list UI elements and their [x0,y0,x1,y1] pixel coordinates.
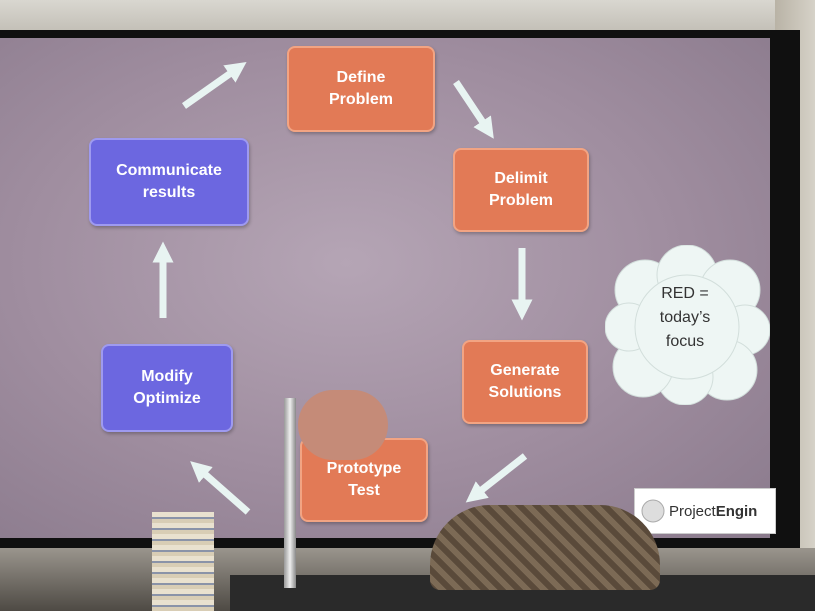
communicate-results-line2: results [142,184,196,201]
logo-prefix: Project [669,503,716,520]
generate-solutions-line1: Generate [490,362,560,379]
cloud-line3: focus [665,333,705,350]
hand [298,390,388,460]
generate-solutions-line2: Solutions [488,384,562,401]
delimit-problem-line2: Problem [488,192,553,209]
define-problem-line2: Problem [328,91,393,108]
cloud-line2: today’s [659,309,711,326]
arrow-define-to-delimit [453,80,494,139]
prototype-test-line1: Prototype [326,460,402,477]
lab-faucet [284,398,296,588]
modify-optimize-line1: Modify [141,368,193,385]
bag [430,505,660,590]
arrow-communicate-to-define [181,61,247,109]
focus-cloud-text: RED = today’s focus [620,282,750,354]
modify-optimize-line2: Optimize [133,390,201,407]
arrow-prototype-to-modify [190,461,251,515]
stacked-items [152,512,214,611]
logo-globe-icon [641,499,665,523]
delimit-problem-line1: Delimit [494,170,548,187]
communicate-results-line1: Communicate [116,162,222,179]
define-problem-line1: Define [336,69,386,86]
focus-cloud [605,245,770,405]
prototype-test-line2: Test [348,482,380,499]
logo-suffix: Engin [715,503,758,520]
arrow-generate-to-prototype [465,453,528,503]
logo-text: ProjectEngin [669,503,757,520]
cloud-line1: RED = [661,285,709,302]
communicate-results-box: Communicate results [89,138,249,226]
